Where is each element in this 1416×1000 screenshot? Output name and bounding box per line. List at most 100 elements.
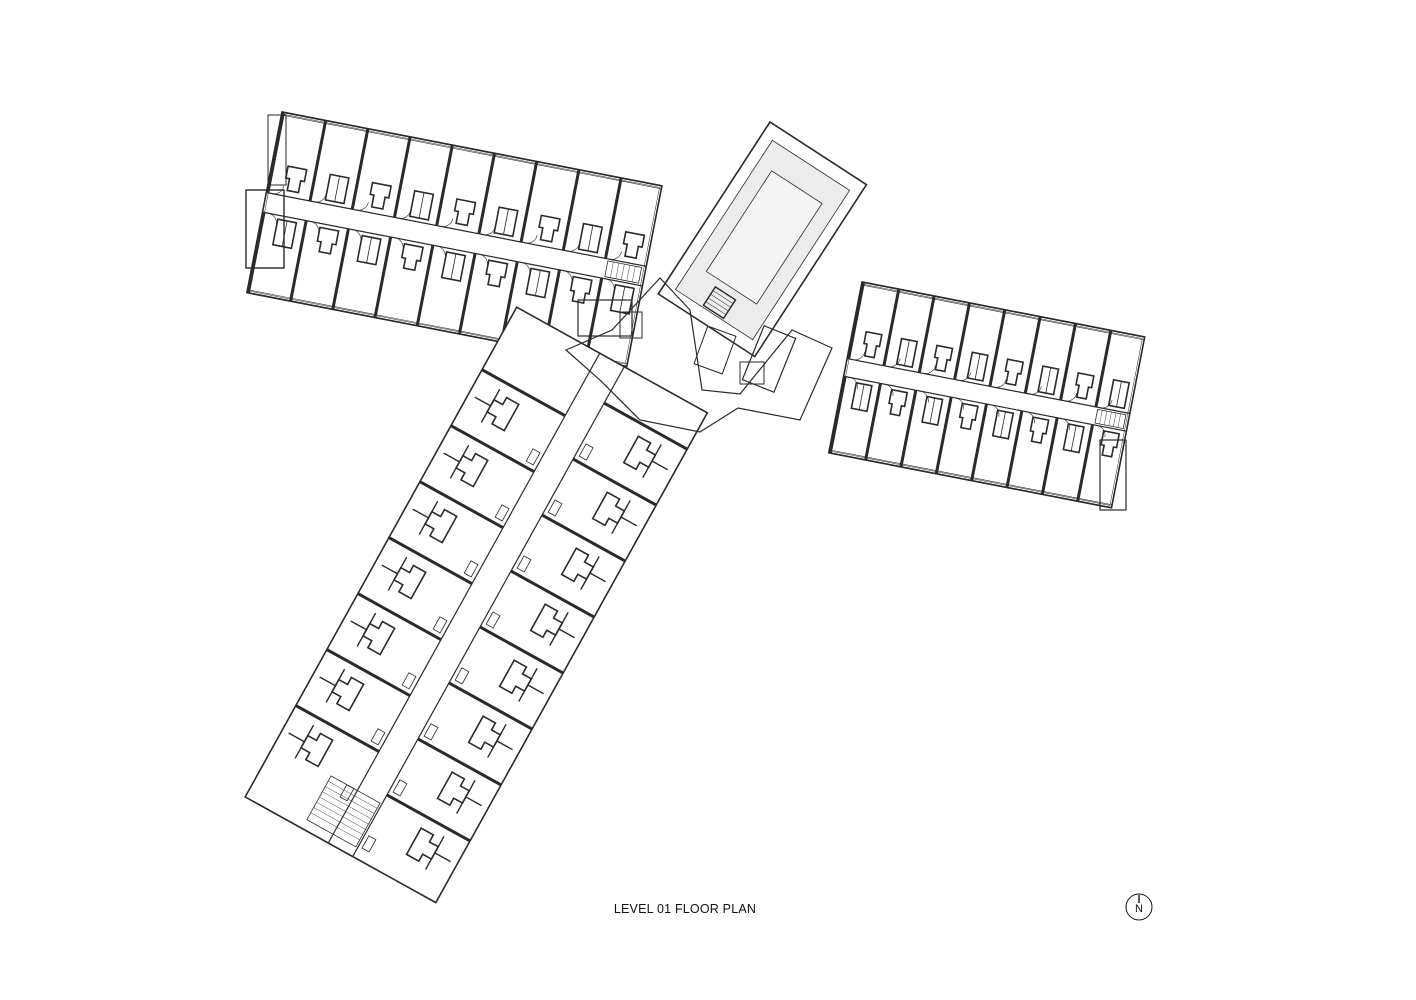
corridor-niche: [423, 723, 439, 741]
door-swing: [1096, 425, 1106, 438]
party-wall: [584, 277, 604, 359]
bathroom-partition: [619, 286, 626, 313]
window-line: [896, 291, 933, 299]
stair-tread: [610, 261, 614, 278]
room-unit: [899, 389, 944, 475]
stair-tread: [328, 781, 378, 809]
window-line: [619, 180, 662, 190]
room-unit: [477, 152, 536, 238]
stair-tread: [710, 294, 731, 308]
exterior-wall: [373, 316, 416, 327]
corridor-niche: [361, 835, 377, 853]
door-swing: [923, 365, 936, 374]
party-wall: [435, 144, 454, 226]
bed-partition: [319, 668, 346, 703]
party-wall: [386, 793, 471, 843]
exterior-wall: [897, 288, 933, 297]
corridor-niche: [494, 504, 510, 522]
exterior-wall: [492, 152, 536, 162]
party-wall: [479, 625, 564, 675]
bed-partition: [443, 444, 470, 479]
wing-end-block: [245, 189, 285, 269]
corridor-wall: [843, 375, 1127, 432]
lift: [739, 361, 765, 385]
door-swing: [441, 218, 454, 227]
party-wall: [350, 128, 370, 210]
bathroom-core: [316, 226, 340, 255]
stair-tread: [712, 290, 734, 304]
door-swing: [1029, 386, 1042, 395]
room-unit: [1023, 315, 1075, 396]
bathroom-partition: [904, 340, 910, 366]
door-swing: [1026, 411, 1035, 424]
door-swing: [990, 404, 1000, 417]
room-unit: [373, 236, 424, 327]
party-wall: [917, 295, 936, 373]
bathroom-core: [1037, 365, 1060, 396]
bathroom-core: [1029, 416, 1050, 445]
window-line: [1038, 318, 1074, 327]
window-line: [331, 305, 375, 315]
party-wall: [864, 383, 882, 461]
door-swing: [356, 202, 369, 211]
room-unit: [443, 424, 535, 522]
bathroom-core: [577, 222, 604, 254]
room-unit: [392, 135, 451, 221]
bed-partition: [474, 388, 501, 423]
room-unit: [1059, 322, 1110, 402]
room-unit: [319, 648, 411, 746]
room-unit: [435, 144, 494, 227]
bathroom-core: [921, 395, 944, 426]
party-wall: [1059, 323, 1077, 401]
party-wall: [882, 288, 901, 367]
bathroom-core: [850, 381, 873, 413]
door-swing: [920, 390, 929, 403]
room-unit: [1094, 329, 1145, 410]
door-swing: [521, 262, 531, 275]
room-unit: [392, 737, 502, 814]
window-line: [374, 313, 417, 323]
door-swing: [483, 226, 496, 236]
exterior-wall: [288, 300, 332, 310]
courtyard-pool: [705, 170, 823, 305]
exterior-wall: [366, 127, 409, 138]
window-line: [935, 470, 971, 478]
plan-title: LEVEL 01 FLOOR PLAN: [613, 902, 757, 916]
exterior-wall: [861, 281, 898, 290]
stair-tread: [708, 297, 729, 312]
room-unit: [547, 457, 657, 535]
bathroom-core: [525, 267, 551, 299]
bathroom-partition: [418, 192, 425, 219]
door-swing: [567, 243, 580, 252]
party-wall: [828, 376, 847, 454]
door-swing: [268, 212, 277, 226]
stair-box: [604, 260, 643, 284]
window-line: [534, 163, 577, 173]
party-wall: [500, 261, 519, 343]
exterior-wall: [1038, 315, 1075, 324]
corridor-wall: [266, 191, 647, 267]
party-wall: [457, 253, 477, 335]
room-unit: [934, 396, 979, 481]
party-wall: [326, 648, 411, 697]
corridor-niche: [463, 560, 479, 578]
party-wall: [357, 592, 442, 641]
room-unit: [308, 119, 367, 205]
room-unit: [882, 288, 933, 369]
lift: [619, 311, 643, 339]
bathroom-partition: [858, 384, 865, 410]
bed-partition: [350, 612, 377, 647]
bathroom-partition: [929, 397, 936, 424]
door-swing: [479, 254, 488, 267]
window-line: [829, 449, 865, 458]
bed-partition: [288, 724, 315, 759]
door-swing: [958, 372, 972, 381]
room-unit: [415, 244, 467, 335]
corridor-niche: [454, 667, 470, 685]
bathroom-core: [1004, 358, 1025, 387]
window-line: [1006, 483, 1042, 492]
door-swing: [437, 245, 446, 258]
bathroom-partition: [366, 237, 372, 263]
party-wall: [934, 396, 953, 474]
corridor-niche: [370, 728, 386, 746]
